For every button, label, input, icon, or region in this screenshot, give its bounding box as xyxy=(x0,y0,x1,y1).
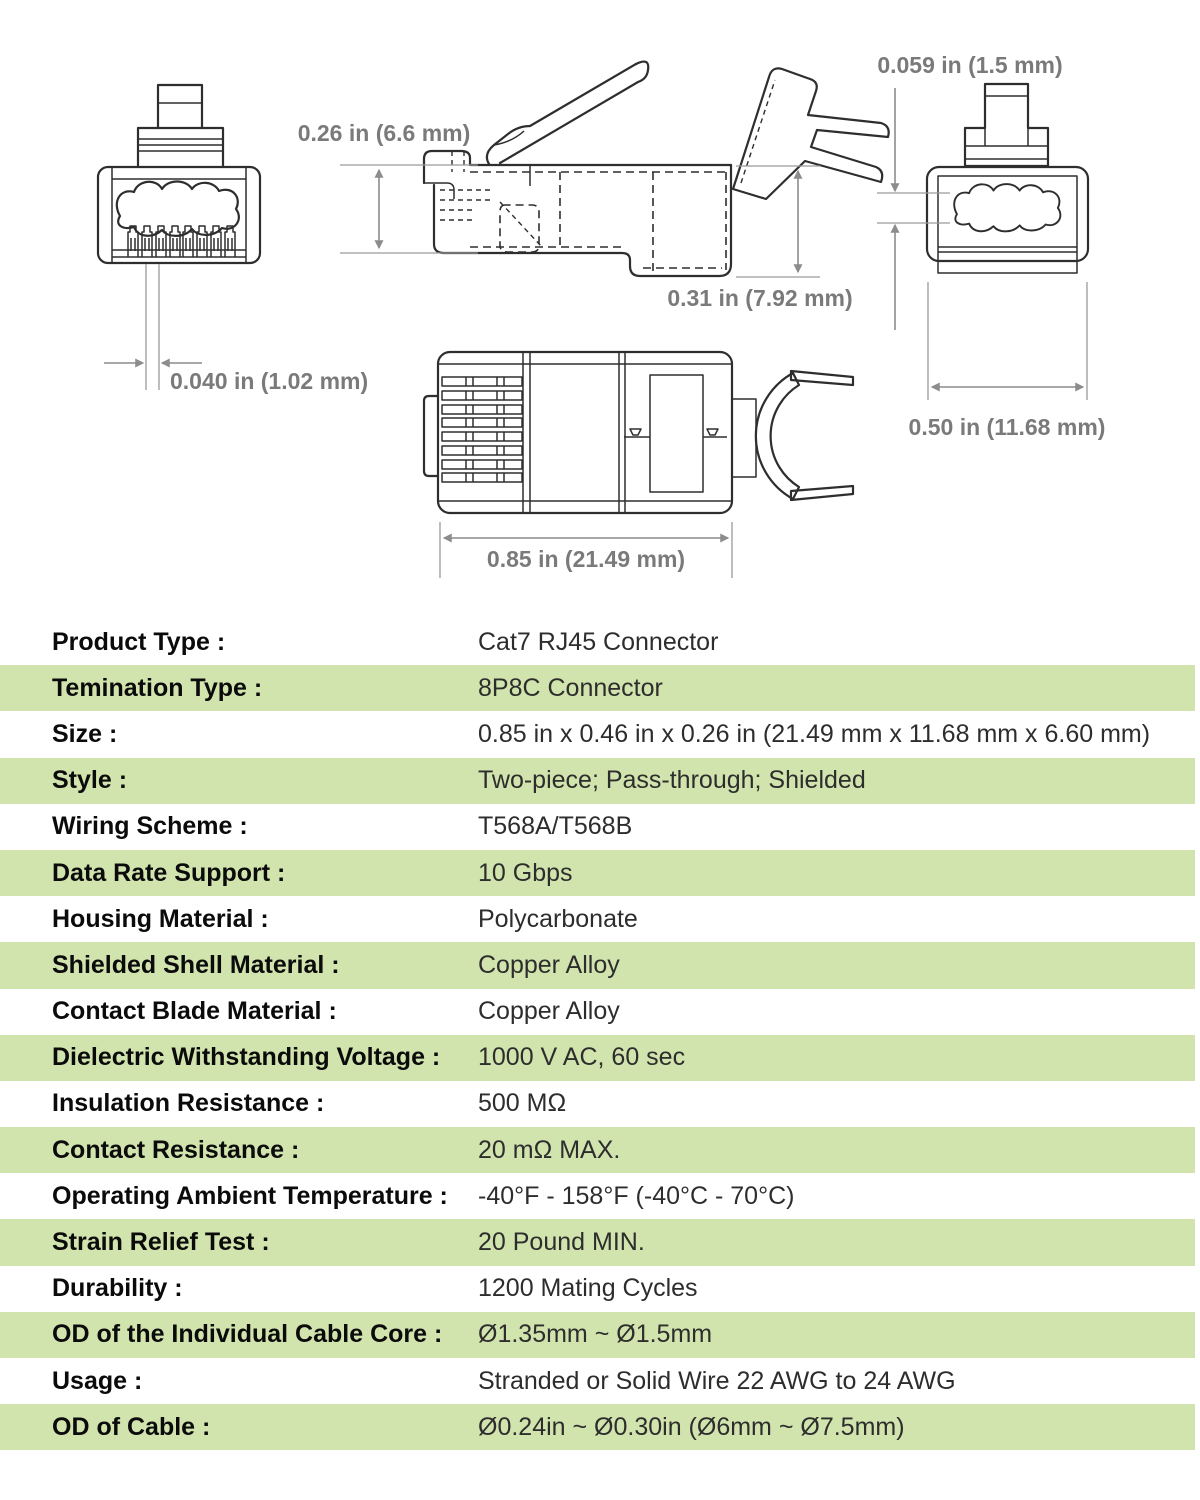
spec-value: Two-piece; Pass-through; Shielded xyxy=(478,766,866,795)
spec-value: T568A/T568B xyxy=(478,812,633,841)
spec-value: 500 MΩ xyxy=(478,1089,567,1118)
spec-label: Style : xyxy=(52,766,128,795)
spec-label: Data Rate Support : xyxy=(52,858,286,887)
spec-row: Size : 0.85 in x 0.46 in x 0.26 in (21.4… xyxy=(0,711,1195,757)
dim-label-body-width: 0.50 in (11.68 mm) xyxy=(909,414,1106,440)
spec-row: Strain Relief Test : 20 Pound MIN. xyxy=(0,1219,1195,1266)
spec-label: Product Type : xyxy=(52,627,226,656)
spec-label: Wiring Scheme : xyxy=(52,812,248,841)
spec-value: Ø1.35mm ~ Ø1.5mm xyxy=(478,1320,713,1349)
dim-label-body-height: 0.26 in (6.6 mm) xyxy=(298,120,471,146)
spec-value: Copper Alloy xyxy=(478,950,620,979)
spec-label: Usage : xyxy=(52,1366,143,1395)
spec-label: Strain Relief Test : xyxy=(52,1228,270,1257)
spec-value: 10 Gbps xyxy=(478,858,573,887)
spec-table: Product Type : Cat7 RJ45 Connector Temin… xyxy=(0,619,1195,1451)
spec-value: 20 Pound MIN. xyxy=(478,1228,645,1257)
spec-label: Size : xyxy=(52,719,118,748)
spec-value: 20 mΩ MAX. xyxy=(478,1135,621,1164)
bottom-view-drawing: 0.85 in (21.49 mm) xyxy=(422,350,855,578)
dim-label-wire-divider: 0.059 in (1.5 mm) xyxy=(877,52,1062,78)
side-view-drawing: 0.26 in (6.6 mm) 0.31 in (7.92 mm) xyxy=(298,60,890,311)
spec-value: 0.85 in x 0.46 in x 0.26 in (21.49 mm x … xyxy=(478,719,1151,748)
dim-label-contact-pitch: 0.040 in (1.02 mm) xyxy=(170,368,368,394)
spec-row: Durability : 1200 Mating Cycles xyxy=(0,1266,1195,1312)
spec-row: Insulation Resistance : 500 MΩ xyxy=(0,1081,1195,1127)
dim-label-overall-height: 0.31 in (7.92 mm) xyxy=(667,285,852,311)
spec-label: Housing Material : xyxy=(52,904,269,933)
spec-value: -40°F - 158°F (-40°C - 70°C) xyxy=(478,1181,795,1210)
spec-row: OD of the Individual Cable Core : Ø1.35m… xyxy=(0,1311,1195,1358)
front-view-drawing: 0.040 in (1.02 mm) xyxy=(96,83,368,394)
spec-label: Temination Type : xyxy=(52,673,263,702)
spec-row: Wiring Scheme : T568A/T568B xyxy=(0,804,1195,850)
spec-value: Copper Alloy xyxy=(478,997,620,1026)
spec-row: Operating Ambient Temperature : -40°F - … xyxy=(0,1173,1195,1219)
spec-label: Operating Ambient Temperature : xyxy=(52,1181,448,1210)
spec-value: Stranded or Solid Wire 22 AWG to 24 AWG xyxy=(478,1366,956,1395)
spec-row: Contact Resistance : 20 mΩ MAX. xyxy=(0,1127,1195,1174)
spec-label: OD of the Individual Cable Core : xyxy=(52,1320,443,1349)
technical-drawing: 0.040 in (1.02 mm) 0.26 in (6.6 mm) 0.31… xyxy=(96,52,1105,578)
spec-row: Contact Blade Material : Copper Alloy xyxy=(0,989,1195,1035)
spec-value: 1000 V AC, 60 sec xyxy=(478,1043,686,1072)
spec-label: Contact Resistance : xyxy=(52,1135,300,1164)
rear-view-drawing: 0.059 in (1.5 mm) 0.50 in (11.68 mm) xyxy=(877,52,1105,440)
spec-row: Style : Two-piece; Pass-through; Shielde… xyxy=(0,757,1195,804)
spec-label: OD of Cable : xyxy=(52,1412,211,1441)
spec-label: Insulation Resistance : xyxy=(52,1089,325,1118)
spec-row: Shielded Shell Material : Copper Alloy xyxy=(0,942,1195,989)
spec-value: 8P8C Connector xyxy=(478,673,663,702)
spec-row: Product Type : Cat7 RJ45 Connector xyxy=(0,619,1195,665)
spec-label: Contact Blade Material : xyxy=(52,997,337,1026)
spec-value: 1200 Mating Cycles xyxy=(478,1274,698,1303)
dim-label-body-length: 0.85 in (21.49 mm) xyxy=(487,546,685,572)
spec-label: Dielectric Withstanding Voltage : xyxy=(52,1043,441,1072)
spec-row: OD of Cable : Ø0.24in ~ Ø0.30in (Ø6mm ~ … xyxy=(0,1404,1195,1451)
spec-value: Polycarbonate xyxy=(478,904,638,933)
spec-row: Data Rate Support : 10 Gbps xyxy=(0,849,1195,897)
spec-value: Cat7 RJ45 Connector xyxy=(478,627,719,656)
spec-value: Ø0.24in ~ Ø0.30in (Ø6mm ~ Ø7.5mm) xyxy=(478,1412,905,1441)
spec-row: Housing Material : Polycarbonate xyxy=(0,896,1195,942)
spec-row: Temination Type : 8P8C Connector xyxy=(0,665,1195,712)
spec-label: Shielded Shell Material : xyxy=(52,950,340,979)
spec-label: Durability : xyxy=(52,1274,183,1303)
spec-row: Dielectric Withstanding Voltage : 1000 V… xyxy=(0,1034,1195,1081)
spec-row: Usage : Stranded or Solid Wire 22 AWG to… xyxy=(0,1358,1195,1404)
